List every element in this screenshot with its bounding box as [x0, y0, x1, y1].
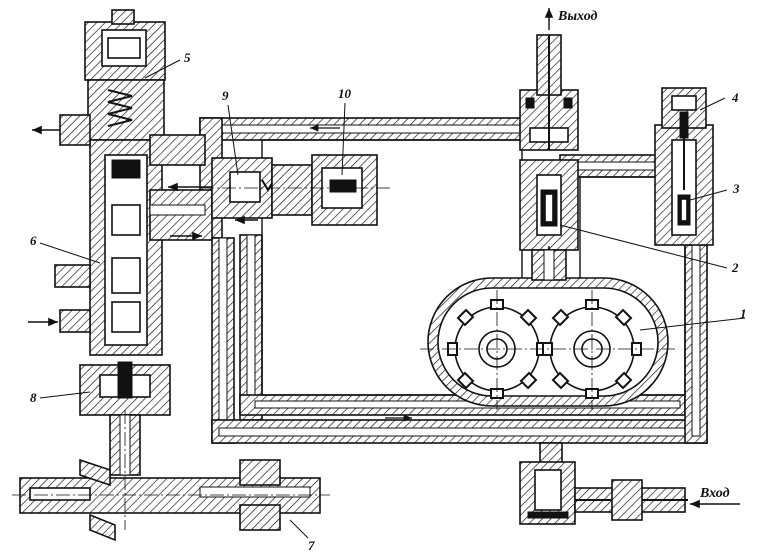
channel-frame — [199, 117, 708, 444]
callout-10: 10 — [338, 86, 352, 101]
inlet-assembly — [519, 442, 740, 525]
callout-6: 6 — [30, 233, 37, 248]
gear-pump — [420, 277, 675, 410]
callout-1: 1 — [740, 306, 747, 321]
pressure-regulator — [28, 9, 213, 416]
inlet-label: Вход — [699, 486, 730, 501]
callout-5: 5 — [184, 50, 191, 65]
callout-8: 8 — [30, 390, 37, 405]
callout-9: 9 — [222, 88, 229, 103]
callout-3: 3 — [732, 181, 740, 196]
leader-lines — [39, 59, 746, 539]
relief-valve — [654, 87, 714, 246]
callout-7: 7 — [308, 538, 315, 553]
callout-4: 4 — [731, 90, 739, 105]
outlet-label: Выход — [557, 9, 598, 24]
drive-shaft-fitting — [12, 410, 330, 542]
bypass-valve — [200, 154, 390, 226]
outlet-assembly — [519, 7, 579, 281]
callout-2: 2 — [731, 260, 739, 275]
